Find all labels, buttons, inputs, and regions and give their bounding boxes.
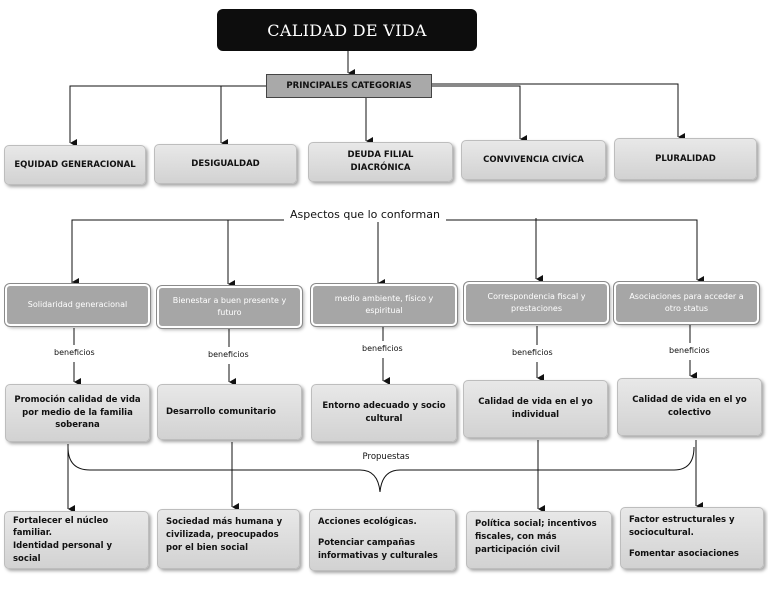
beneficios-label: beneficios (52, 348, 97, 357)
category-desigualdad: DESIGUALDAD (154, 144, 297, 184)
result-yo-individual: Calidad de vida en el yo individual (463, 380, 608, 438)
proposal-asociaciones: Factor estructurales y sociocultural. Fo… (620, 507, 764, 569)
proposal-text: Potenciar campañas informativas y cultur… (318, 537, 438, 561)
beneficios-label: beneficios (667, 346, 712, 355)
aspect-asociaciones: Asociaciones para acceder a otro status (614, 282, 759, 324)
proposal-text: Identidad personal y social (13, 541, 113, 564)
aspect-bienestar: Bienestar a buen presente y futuro (157, 286, 302, 328)
beneficios-label: beneficios (510, 348, 555, 357)
proposal-familia: Fortalecer el núcleo familiar. Identidad… (4, 511, 149, 569)
proposal-text: Acciones ecológicas. (318, 517, 417, 527)
proposal-sociedad: Sociedad más humana y civilizada, preocu… (157, 509, 300, 569)
beneficios-label: beneficios (360, 344, 405, 353)
proposal-text: Política social; incentivos fiscales, co… (475, 519, 597, 555)
aspect-medio-ambiente: medio ambiente, físico y espiritual (311, 284, 457, 326)
result-promocion: Promoción calidad de vida por medio de l… (5, 384, 150, 442)
aspects-label: Aspectos que lo conforman (284, 208, 446, 221)
category-deuda-filial: DEUDA FILIAL DIACRÓNICA (308, 142, 453, 182)
proposal-politica: Política social; incentivos fiscales, co… (466, 511, 612, 569)
beneficios-label: beneficios (206, 350, 251, 359)
result-desarrollo: Desarrollo comunitario (157, 384, 302, 440)
proposal-text: Factor estructurales y sociocultural. (629, 515, 735, 538)
result-entorno: Entorno adecuado y socio cultural (311, 384, 457, 442)
category-pluralidad: PLURALIDAD (614, 138, 757, 180)
proposal-text: Fomentar asociaciones (629, 548, 739, 559)
category-convivencia-civica: CONVIVENCIA CIVÍCA (461, 140, 606, 180)
result-yo-colectivo: Calidad de vida en el yo colectivo (617, 378, 762, 436)
aspect-solidaridad: Solidaridad generacional (5, 284, 150, 326)
category-equidad-generacional: EQUIDAD GENERACIONAL (4, 145, 146, 185)
aspect-correspondencia: Correspondencia fiscal y prestaciones (464, 282, 609, 324)
proposal-text: Fortalecer el núcleo familiar. (13, 515, 109, 539)
diagram-title: CALIDAD DE VIDA (217, 9, 477, 51)
propuestas-label: Propuestas (356, 452, 416, 462)
principal-categories-box: PRINCIPALES CATEGORIAS (266, 74, 432, 98)
proposal-text: Sociedad más humana y civilizada, preocu… (166, 517, 283, 553)
proposal-ecologicas: Acciones ecológicas. Potenciar campañas … (309, 509, 456, 571)
